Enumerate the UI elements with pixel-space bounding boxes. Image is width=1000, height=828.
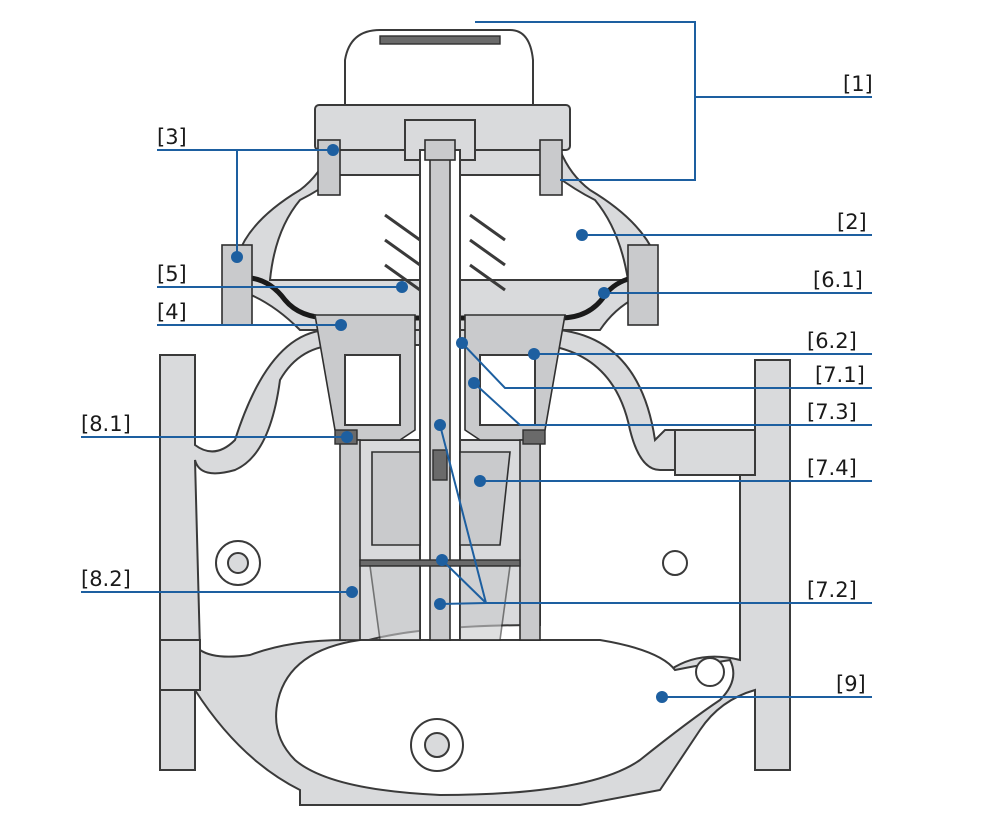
label-7-2: [7.2] xyxy=(807,578,857,602)
label-8-2: [8.2] xyxy=(81,567,131,591)
label-4: [4] xyxy=(157,300,187,324)
label-7-3: [7.3] xyxy=(807,400,857,424)
label-6-2: [6.2] xyxy=(807,329,857,353)
guide-assembly xyxy=(314,314,566,441)
bolt-hole-right xyxy=(662,550,688,576)
leader-lines xyxy=(81,21,872,698)
label-3: [3] xyxy=(157,125,187,149)
callout-labels: [1] [2] [3] [4] [5] [6.1] [6.2] [7.1] [7… xyxy=(81,72,873,696)
pilot-cap xyxy=(344,29,534,111)
spring xyxy=(384,213,506,292)
stem-assembly xyxy=(419,139,461,641)
label-2: [2] xyxy=(837,210,867,234)
label-7-4: [7.4] xyxy=(807,456,857,480)
label-1: [1] xyxy=(843,72,873,96)
label-9: [9] xyxy=(836,672,866,696)
label-5: [5] xyxy=(157,262,187,286)
label-6-1: [6.1] xyxy=(813,268,863,292)
valve-body xyxy=(159,329,791,806)
seat-cage xyxy=(334,429,546,641)
leader-dots xyxy=(231,144,668,703)
label-8-1: [8.1] xyxy=(81,412,131,436)
label-7-1: [7.1] xyxy=(815,363,865,387)
